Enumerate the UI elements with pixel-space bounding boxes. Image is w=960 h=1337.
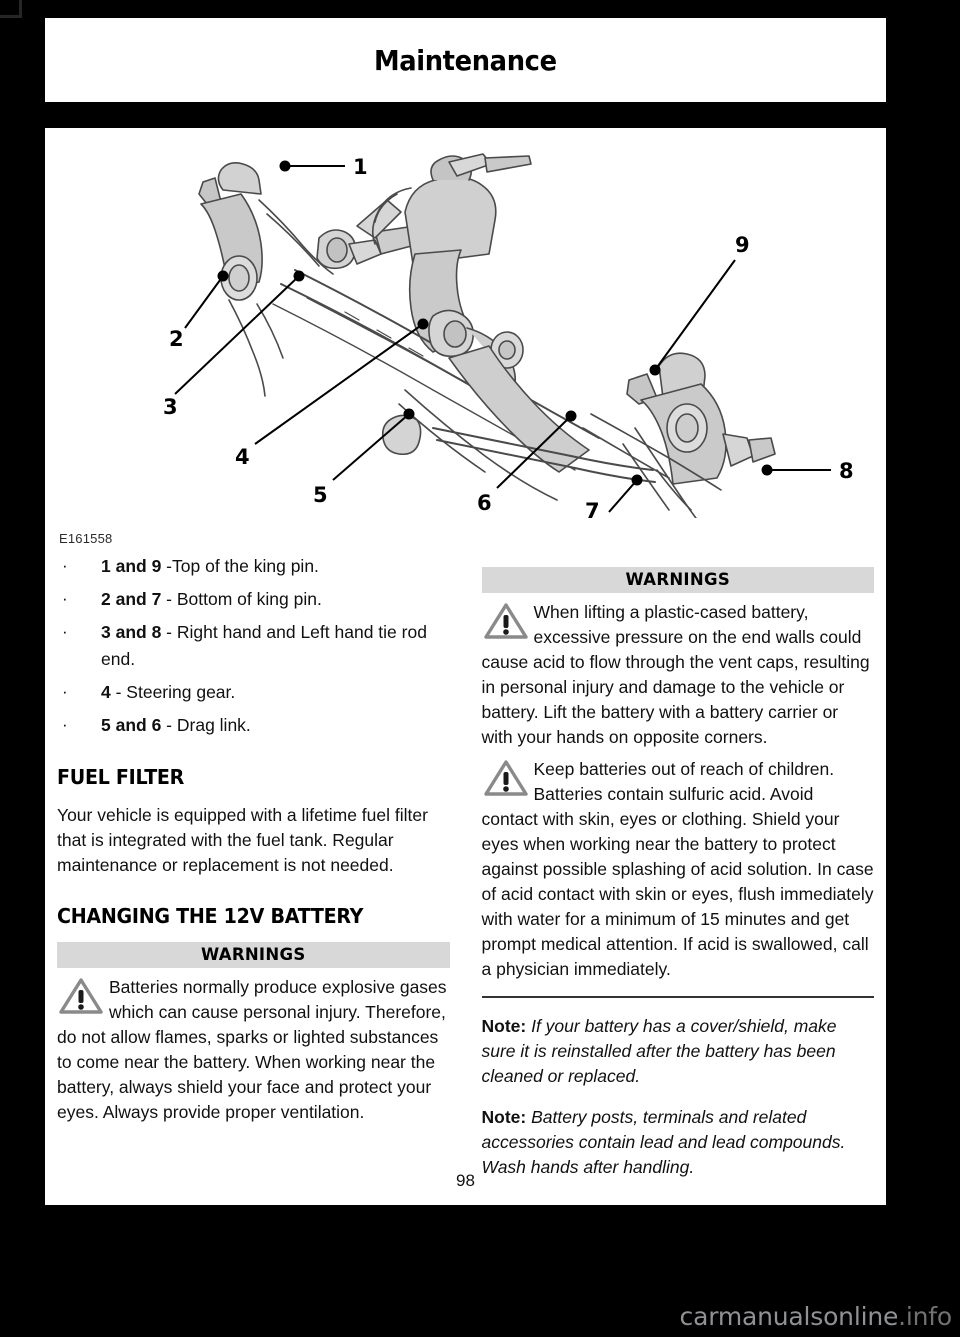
- warning-entry: Batteries normally produce explosive gas…: [57, 975, 450, 1125]
- figure-illustration: 1 2 3 4 5: [163, 153, 854, 518]
- watermark-tld: .info: [898, 1302, 952, 1331]
- right-column: WARNINGS When lifting a plastic-cased ba…: [481, 553, 875, 1180]
- warnings-title: WARNINGS: [481, 567, 874, 593]
- warning-text: Keep batteries out of reach of children.…: [481, 759, 874, 979]
- two-column-layout: 1 and 9 -Top of the king pin. 2 and 7 - …: [45, 552, 886, 1180]
- callout-ref: 3 and 8: [101, 622, 162, 642]
- fuel-filter-heading: FUEL FILTER: [57, 765, 185, 789]
- site-watermark: carmanualsonline.info: [679, 1302, 953, 1331]
- warning-triangle-icon: [59, 978, 103, 1014]
- steering-linkage-figure: 1 2 3 4 5: [45, 128, 886, 548]
- registration-corner-mark: [0, 0, 22, 18]
- callout-number-4: 4: [235, 445, 250, 469]
- page-body: 1 2 3 4 5: [45, 128, 886, 1205]
- callout-ref: 2 and 7: [101, 589, 162, 609]
- callout-text: Bottom of king pin.: [176, 589, 322, 609]
- callout-legend-list: 1 and 9 -Top of the king pin. 2 and 7 - …: [57, 552, 450, 739]
- changing-battery-heading: CHANGING THE 12V BATTERY: [57, 904, 364, 928]
- callout-number-3: 3: [163, 395, 178, 419]
- figure-code-label: E161558: [59, 531, 113, 546]
- callout-text: Steering gear.: [126, 682, 236, 702]
- warning-text: Batteries normally produce explosive gas…: [57, 977, 447, 1122]
- warnings-title: WARNINGS: [57, 942, 450, 968]
- chapter-title: Maintenance: [374, 43, 557, 77]
- warnings-box-left: WARNINGS Batteries normally produce expl…: [57, 942, 450, 1125]
- list-item: 3 and 8 - Right hand and Left hand tie r…: [57, 618, 450, 673]
- callout-text: Right hand and Left hand tie rod end.: [101, 622, 427, 669]
- callout-ref: 4: [101, 682, 111, 702]
- page-header: Maintenance: [45, 18, 886, 102]
- list-item: 2 and 7 - Bottom of king pin.: [57, 585, 450, 613]
- warnings-divider: [481, 996, 874, 998]
- callout-number-9: 9: [735, 233, 750, 257]
- page-number: 98: [456, 1171, 475, 1190]
- warning-triangle-icon: [483, 760, 528, 796]
- warning-text: When lifting a plastic-cased battery, ex…: [481, 602, 870, 747]
- callout-text: Drag link.: [176, 715, 251, 735]
- warnings-box-right: WARNINGS When lifting a plastic-cased ba…: [481, 567, 875, 998]
- callout-sep: -: [161, 715, 177, 735]
- callout-number-5: 5: [313, 483, 328, 507]
- list-item: 1 and 9 -Top of the king pin.: [57, 552, 450, 580]
- left-column: 1 and 9 -Top of the king pin. 2 and 7 - …: [57, 552, 450, 1180]
- callout-number-1: 1: [353, 155, 368, 179]
- callout-number-7: 7: [585, 499, 600, 518]
- list-item: 5 and 6 - Drag link.: [57, 711, 450, 739]
- callout-ref: 1 and 9: [101, 556, 162, 576]
- callout-number-8: 8: [839, 459, 854, 483]
- warning-entry: When lifting a plastic-cased battery, ex…: [482, 600, 875, 750]
- fuel-filter-paragraph: Your vehicle is equipped with a lifetime…: [57, 805, 428, 875]
- watermark-name: carmanualsonline: [679, 1302, 899, 1331]
- callout-text: Top of the king pin.: [172, 556, 319, 576]
- note-block: Note: If your battery has a cover/shield…: [482, 1014, 875, 1089]
- note-block: Note: Battery posts, terminals and relat…: [482, 1105, 875, 1180]
- callout-sep: -: [161, 622, 177, 642]
- callout-ref: 5 and 6: [101, 715, 162, 735]
- note-text: If your battery has a cover/shield, make…: [481, 1016, 837, 1086]
- callout-sep: -: [110, 682, 127, 702]
- warning-entry: Keep batteries out of reach of children.…: [482, 757, 875, 982]
- callout-number-6: 6: [477, 491, 492, 515]
- note-label: Note:: [481, 1107, 527, 1127]
- callout-sep: -: [161, 589, 177, 609]
- note-text: Battery posts, terminals and related acc…: [481, 1107, 846, 1177]
- list-item: 4 - Steering gear.: [57, 678, 450, 706]
- callout-sep: -: [161, 556, 173, 576]
- callout-number-2: 2: [169, 327, 184, 351]
- warning-triangle-icon: [483, 603, 528, 639]
- note-label: Note:: [481, 1016, 527, 1036]
